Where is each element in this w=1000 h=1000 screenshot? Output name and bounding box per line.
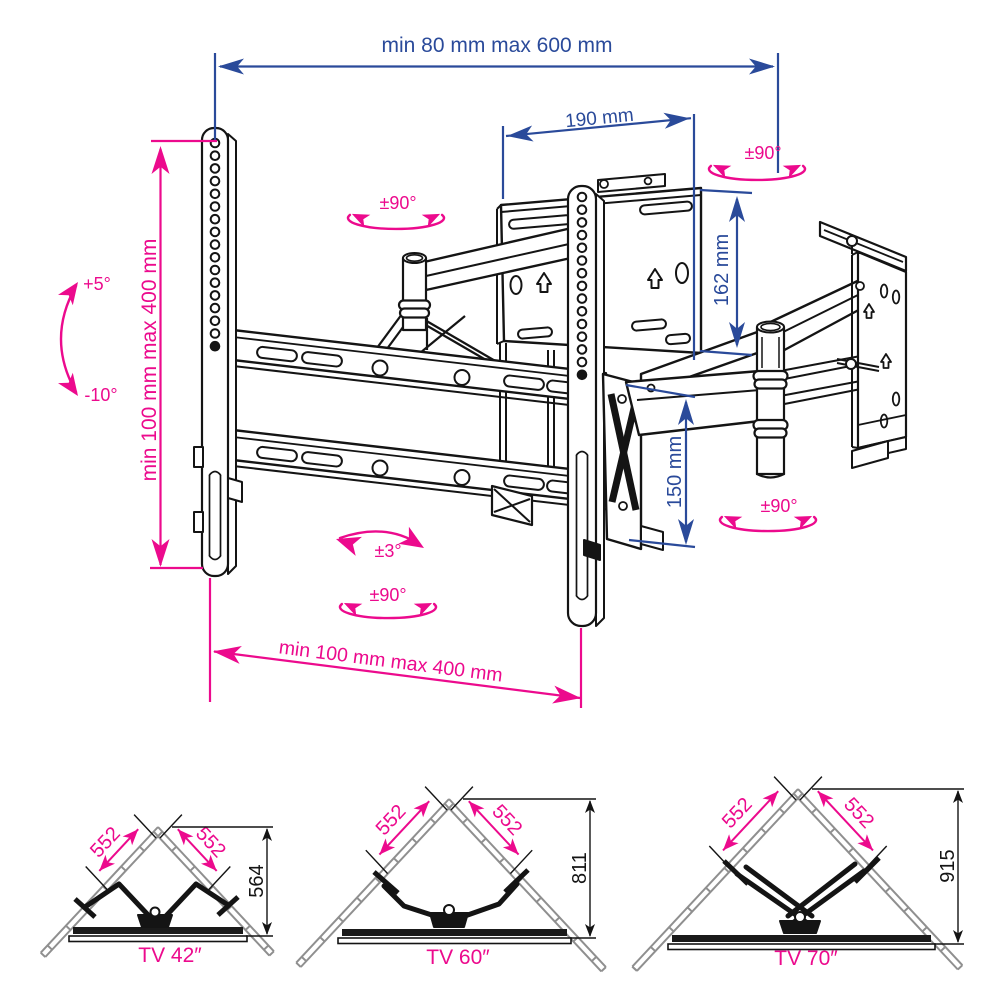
svg-text:552: 552 bbox=[191, 823, 230, 862]
svg-text:162 mm: 162 mm bbox=[711, 234, 733, 306]
svg-text:552: 552 bbox=[839, 794, 878, 833]
svg-text:564: 564 bbox=[246, 864, 268, 897]
svg-text:915: 915 bbox=[937, 849, 959, 882]
svg-text:min 80 mm max 600 mm: min 80 mm max 600 mm bbox=[381, 34, 612, 57]
svg-text:±90°: ±90° bbox=[744, 143, 781, 163]
svg-text:±3°: ±3° bbox=[374, 541, 401, 561]
svg-text:TV 60″: TV 60″ bbox=[426, 946, 490, 969]
svg-text:811: 811 bbox=[569, 852, 591, 884]
svg-text:552: 552 bbox=[487, 801, 526, 840]
svg-text:-10°: -10° bbox=[84, 385, 117, 405]
svg-text:552: 552 bbox=[86, 823, 125, 862]
svg-text:190 mm: 190 mm bbox=[564, 105, 634, 132]
svg-text:+5°: +5° bbox=[83, 274, 111, 294]
svg-text:min 100 mm max 400 mm: min 100 mm max 400 mm bbox=[278, 636, 504, 686]
svg-text:552: 552 bbox=[372, 801, 411, 840]
svg-text:±90°: ±90° bbox=[369, 585, 406, 605]
svg-text:±90°: ±90° bbox=[760, 496, 797, 516]
svg-text:150 mm: 150 mm bbox=[664, 436, 686, 508]
svg-text:±90°: ±90° bbox=[379, 193, 416, 213]
svg-text:TV 42″: TV 42″ bbox=[138, 944, 202, 967]
svg-text:TV 70″: TV 70″ bbox=[774, 947, 838, 970]
svg-text:552: 552 bbox=[718, 794, 757, 833]
svg-text:min 100 mm max 400 mm: min 100 mm max 400 mm bbox=[138, 239, 161, 482]
